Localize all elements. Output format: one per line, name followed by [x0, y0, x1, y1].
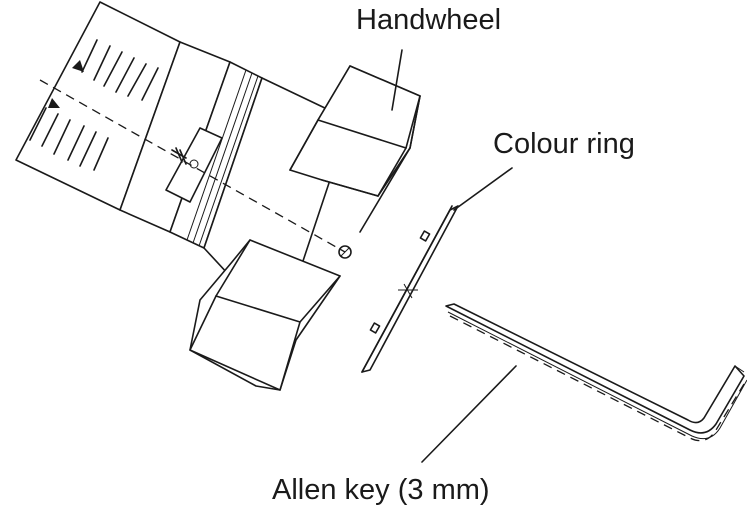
- allen-key: [445, 303, 747, 442]
- colour-ring: [361, 205, 459, 373]
- scale-ticks-upper: [81, 39, 159, 101]
- pointer-upper: [72, 60, 84, 72]
- leader-colour-ring: [453, 167, 513, 211]
- handwheel-assembly: [15, 1, 421, 391]
- label-allen-key: Allen key (3 mm): [272, 474, 490, 506]
- pointer-lower: [48, 98, 60, 108]
- label-handwheel: Handwheel: [356, 4, 502, 36]
- scale-ticks-lower: [29, 107, 109, 171]
- leader-allen-key: [421, 365, 517, 463]
- leader-handwheel: [391, 49, 403, 111]
- center-axis: [39, 79, 346, 253]
- collar-slot: [165, 127, 223, 203]
- label-colour-ring: Colour ring: [493, 128, 635, 160]
